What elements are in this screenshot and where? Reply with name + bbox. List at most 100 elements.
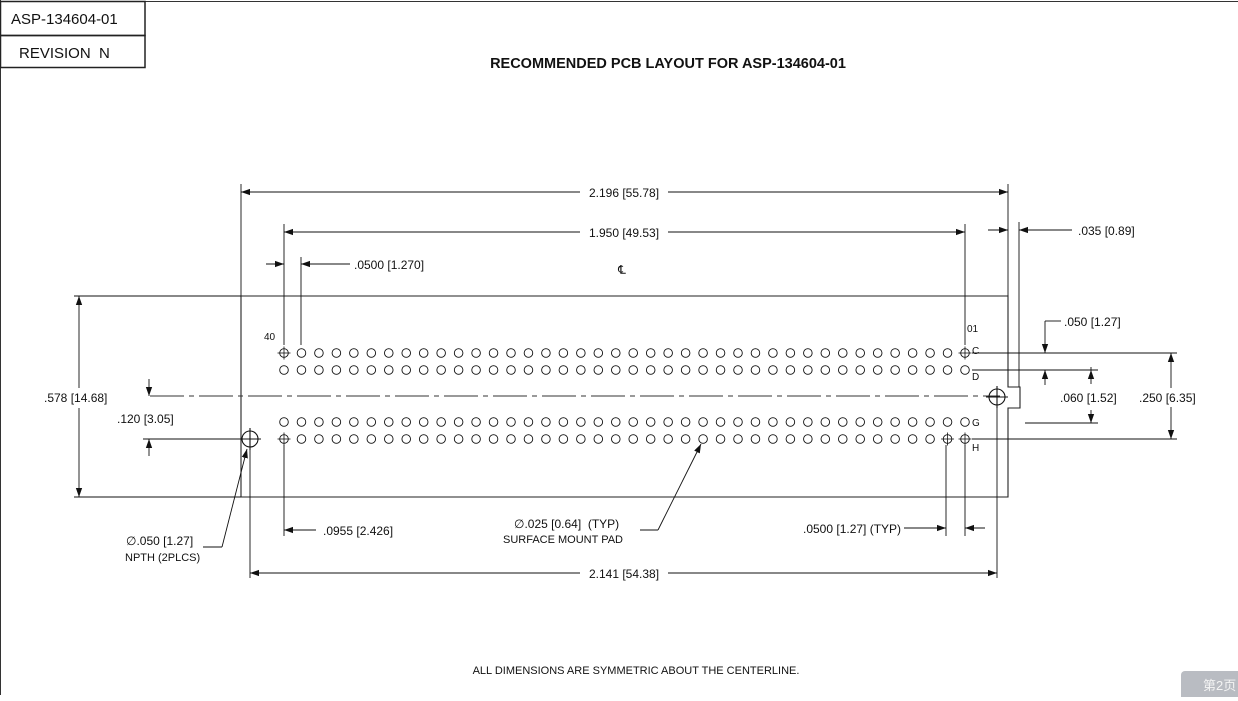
pad-g-4	[332, 418, 341, 427]
pad-c-21	[629, 349, 638, 358]
pin-40-label: 40	[264, 332, 276, 343]
pad-g-10	[437, 418, 446, 427]
pad-g-28	[751, 418, 760, 427]
pad-d-27	[734, 366, 743, 375]
pad-c-28	[751, 349, 760, 358]
pad-c-23	[664, 349, 673, 358]
pad-d-20	[611, 366, 620, 375]
dim-edge-offset: .035 [0.89]	[1078, 224, 1135, 238]
row-label-c: C	[972, 346, 979, 357]
pad-c-9	[419, 349, 428, 358]
pad-d-5	[350, 366, 359, 375]
pad-g-17	[559, 418, 568, 427]
pad-h-38	[926, 435, 935, 444]
dim-row-gap: .060 [1.52]	[1060, 391, 1117, 405]
pad-g-9	[419, 418, 428, 427]
pad-c-4	[332, 349, 341, 358]
page-indicator[interactable]: 第2页	[1181, 671, 1238, 697]
pad-h-20	[611, 435, 620, 444]
pad-d-9	[419, 366, 428, 375]
pad-d-12	[472, 366, 481, 375]
dim-pad-note: SURFACE MOUNT PAD	[503, 534, 623, 546]
pad-g-3	[315, 418, 324, 427]
pad-g-1	[280, 418, 289, 427]
pad-g-32	[821, 418, 830, 427]
drawing-title: RECOMMENDED PCB LAYOUT FOR ASP-134604-01	[490, 56, 846, 72]
pad-g-15	[524, 418, 533, 427]
dim-npth-diameter: ∅.050 [1.27]	[126, 534, 193, 548]
dim-pad-diameter: ∅.025 [0.64] (TYP)	[514, 517, 619, 531]
pad-d-26	[716, 366, 725, 375]
pad-d-1	[280, 366, 289, 375]
pad-g-18	[577, 418, 586, 427]
pad-d-22	[646, 366, 655, 375]
pad-c-24	[681, 349, 690, 358]
pad-h-18	[577, 435, 586, 444]
pad-h-36	[891, 435, 900, 444]
pad-c-32	[821, 349, 830, 358]
pad-g-20	[611, 418, 620, 427]
pad-c-13	[489, 349, 498, 358]
pad-g-40	[961, 418, 970, 427]
pad-h-16	[542, 435, 551, 444]
pad-g-39	[943, 418, 952, 427]
pad-h-19	[594, 435, 603, 444]
pad-c-33	[838, 349, 847, 358]
pad-g-22	[646, 418, 655, 427]
pad-d-40	[961, 366, 970, 375]
dim-npth-span: 2.141 [54.38]	[589, 567, 659, 581]
footer-note: ALL DIMENSIONS ARE SYMMETRIC ABOUT THE C…	[473, 665, 800, 677]
pad-h-7	[384, 435, 393, 444]
pad-g-2	[297, 418, 306, 427]
dimension-lines	[74, 184, 1177, 578]
pad-d-23	[664, 366, 673, 375]
pad-g-30	[786, 418, 795, 427]
pad-h-21	[629, 435, 638, 444]
pad-h-34	[856, 435, 865, 444]
pad-d-36	[891, 366, 900, 375]
pad-d-10	[437, 366, 446, 375]
dim-overall-height: .578 [14.68]	[44, 391, 107, 405]
pad-g-36	[891, 418, 900, 427]
pad-h-9	[419, 435, 428, 444]
pad-g-14	[507, 418, 516, 427]
revision-label: REVISION N	[19, 45, 110, 62]
pad-h-8	[402, 435, 411, 444]
dim-pad-offset: .0955 [2.426]	[323, 524, 393, 538]
pad-h-29	[769, 435, 778, 444]
pad-g-37	[908, 418, 917, 427]
pad-c-36	[891, 349, 900, 358]
pad-c-17	[559, 349, 568, 358]
pad-c-14	[507, 349, 516, 358]
pad-c-38	[926, 349, 935, 358]
dimension-texts: 2.196 [55.78] 1.950 [49.53] .035 [0.89] …	[44, 186, 1196, 581]
dim-pad-span: 1.950 [49.53]	[589, 226, 659, 240]
pad-h-28	[751, 435, 760, 444]
pad-c-8	[402, 349, 411, 358]
pad-g-16	[542, 418, 551, 427]
pad-c-7	[384, 349, 393, 358]
row-label-d: D	[972, 372, 979, 383]
pad-c-15	[524, 349, 533, 358]
pad-d-21	[629, 366, 638, 375]
pad-c-20	[611, 349, 620, 358]
pad-h-2	[297, 435, 306, 444]
pad-c-26	[716, 349, 725, 358]
pad-d-39	[943, 366, 952, 375]
pad-h-26	[716, 435, 725, 444]
pad-c-27	[734, 349, 743, 358]
pad-d-15	[524, 366, 533, 375]
pad-h-12	[472, 435, 481, 444]
pad-h-25	[699, 435, 708, 444]
pad-c-29	[769, 349, 778, 358]
pad-g-35	[873, 418, 882, 427]
pad-c-6	[367, 349, 376, 358]
pad-h-24	[681, 435, 690, 444]
pad-h-10	[437, 435, 446, 444]
pad-d-6	[367, 366, 376, 375]
pad-h-6	[367, 435, 376, 444]
pad-c-12	[472, 349, 481, 358]
pad-c-3	[315, 349, 324, 358]
pad-c-31	[804, 349, 813, 358]
pad-c-19	[594, 349, 603, 358]
